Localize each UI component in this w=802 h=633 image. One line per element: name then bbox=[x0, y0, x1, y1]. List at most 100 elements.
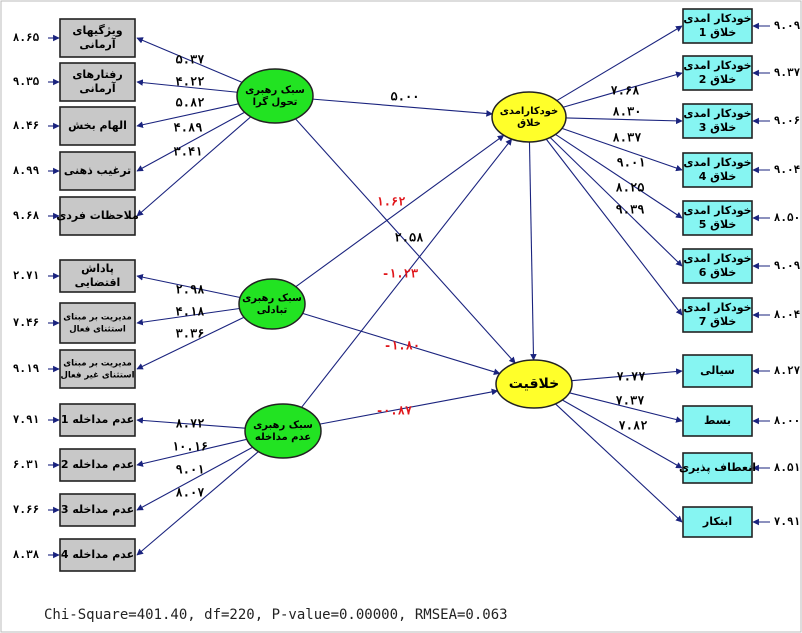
svg-text:سیالی: سیالی bbox=[700, 364, 735, 377]
svg-text:خودکار امدی: خودکار امدی bbox=[683, 107, 751, 120]
indicator-box bbox=[59, 302, 136, 344]
error-variance: ۸.۶۵ bbox=[13, 31, 40, 44]
factor-loading: ۲.۹۸ bbox=[176, 283, 205, 297]
svg-text:خودکار امدی: خودکار امدی bbox=[683, 12, 751, 25]
error-variance: ۶.۳۱ bbox=[13, 458, 40, 471]
loading-arrow bbox=[136, 103, 239, 128]
path-arrow bbox=[319, 388, 499, 425]
svg-text:عدم مداخله 3: عدم مداخله 3 bbox=[61, 503, 134, 516]
latent-tf bbox=[236, 68, 314, 124]
error-variance: ۹.۶۸ bbox=[13, 209, 40, 222]
error-variance: ۷.۹۱ bbox=[774, 515, 801, 528]
error-variance: ۸.۴۶ bbox=[13, 119, 40, 132]
latent-label-cr: خلاقیت bbox=[509, 376, 559, 392]
indicator-label: بسط bbox=[704, 414, 731, 427]
error-variance: ۲.۷۱ bbox=[13, 269, 40, 282]
svg-text:خلاق 3: خلاق 3 bbox=[699, 121, 737, 134]
path-coefficient: ۲.۵۸ bbox=[395, 231, 424, 245]
svg-text:خلاق 4: خلاق 4 bbox=[699, 170, 737, 183]
loading-arrow bbox=[549, 137, 683, 267]
indicator-box bbox=[59, 18, 136, 58]
error-variance: ۸.۳۸ bbox=[13, 548, 40, 561]
path-coefficient: -۱.۲۳ bbox=[382, 267, 418, 281]
loading-arrow bbox=[569, 392, 683, 423]
path-arrow bbox=[528, 141, 537, 361]
indicator-box bbox=[59, 196, 136, 236]
error-variance: ۹.۰۹ bbox=[774, 259, 801, 272]
error-variance: ۹.۰۹ bbox=[774, 19, 801, 32]
indicator-label: ملاحظات فردی bbox=[56, 209, 139, 222]
svg-text:خلاق 7: خلاق 7 bbox=[699, 315, 737, 328]
loading-arrow bbox=[562, 399, 683, 469]
svg-text:استثنای فعال: استثنای فعال bbox=[69, 325, 126, 335]
svg-text:خودکار امدی: خودکار امدی bbox=[683, 301, 751, 314]
factor-loading: ۹.۰۱ bbox=[176, 463, 205, 477]
fit-statistics: Chi-Square=401.40, df=220, P-value=0.000… bbox=[44, 607, 508, 623]
svg-text:استثنای غیر فعال: استثنای غیر فعال bbox=[60, 371, 134, 381]
svg-text:پاداش: پاداش bbox=[81, 262, 114, 275]
svg-text:مدیریت بر مبنای: مدیریت بر مبنای bbox=[63, 359, 131, 369]
indicator-label: مدیریت بر مبنای استثنای غیر فعال bbox=[60, 359, 134, 381]
indicator-box bbox=[682, 354, 753, 388]
indicator-label: ترغیب ذهنی bbox=[64, 164, 131, 177]
indicator-box bbox=[59, 62, 136, 102]
svg-text:ترغیب ذهنی: ترغیب ذهنی bbox=[64, 164, 131, 177]
indicator-box bbox=[682, 248, 753, 284]
indicator-box bbox=[59, 259, 136, 293]
indicator-box bbox=[59, 349, 136, 389]
svg-text:الهام بخش: الهام بخش bbox=[68, 119, 127, 132]
factor-loading: ۷.۶۸ bbox=[611, 84, 640, 98]
indicator-label: ابتکار bbox=[702, 515, 732, 528]
svg-text:ویژگیهای: ویژگیهای bbox=[72, 24, 122, 37]
indicator-label: عدم مداخله 3 bbox=[61, 503, 134, 516]
path-coefficient: -۰.۸۷ bbox=[376, 404, 412, 418]
loading-arrow bbox=[136, 307, 240, 326]
svg-text:بسط: بسط bbox=[704, 414, 731, 427]
indicator-box bbox=[682, 200, 753, 236]
loading-arrow bbox=[561, 127, 683, 172]
svg-text:سبک رهبری: سبک رهبری bbox=[242, 293, 302, 304]
indicator-box bbox=[59, 151, 136, 191]
indicator-box bbox=[59, 448, 136, 482]
indicator-label: الهام بخش bbox=[68, 119, 127, 132]
indicator-box bbox=[682, 103, 753, 139]
indicator-label: عدم مداخله 2 bbox=[61, 458, 134, 471]
loading-arrow bbox=[565, 117, 683, 125]
factor-loading: ۸.۳۷ bbox=[613, 131, 642, 145]
svg-text:خلاق 6: خلاق 6 bbox=[699, 266, 737, 279]
error-variance: ۹.۰۶ bbox=[774, 114, 801, 127]
factor-loading: ۸.۲۵ bbox=[616, 181, 645, 195]
indicator-box bbox=[59, 403, 136, 437]
svg-text:خودکار امدی: خودکار امدی bbox=[683, 156, 751, 169]
svg-text:تحول گرا: تحول گرا bbox=[253, 95, 298, 108]
error-variance: ۹.۱۹ bbox=[13, 362, 40, 375]
indicator-box bbox=[682, 452, 753, 484]
loading-arrow bbox=[571, 368, 683, 382]
svg-text:خلاق 2: خلاق 2 bbox=[699, 73, 737, 86]
factor-loading: ۳.۳۶ bbox=[176, 327, 205, 341]
svg-text:عدم مداخله 4: عدم مداخله 4 bbox=[61, 548, 134, 561]
svg-text:خلاق 1: خلاق 1 bbox=[699, 26, 737, 39]
svg-text:سبک رهبری: سبک رهبری bbox=[245, 85, 305, 96]
indicator-box bbox=[59, 493, 136, 527]
indicator-box bbox=[682, 405, 753, 437]
indicator-box bbox=[59, 106, 136, 146]
svg-text:خلاق: خلاق bbox=[517, 118, 541, 129]
error-variance: ۸.۲۷ bbox=[774, 364, 801, 377]
error-variance: ۸.۰۰ bbox=[774, 414, 801, 427]
indicator-label: سیالی bbox=[700, 364, 735, 377]
factor-loading: ۴.۸۹ bbox=[174, 121, 203, 135]
svg-text:عدم مداخله 1: عدم مداخله 1 bbox=[61, 413, 134, 426]
loading-arrow bbox=[136, 79, 238, 93]
indicator-box bbox=[682, 506, 753, 538]
path-arrow bbox=[301, 138, 513, 408]
svg-text:ملاحظات فردی: ملاحظات فردی bbox=[56, 209, 139, 222]
path-arrow bbox=[295, 134, 505, 288]
loading-arrow bbox=[136, 111, 245, 172]
